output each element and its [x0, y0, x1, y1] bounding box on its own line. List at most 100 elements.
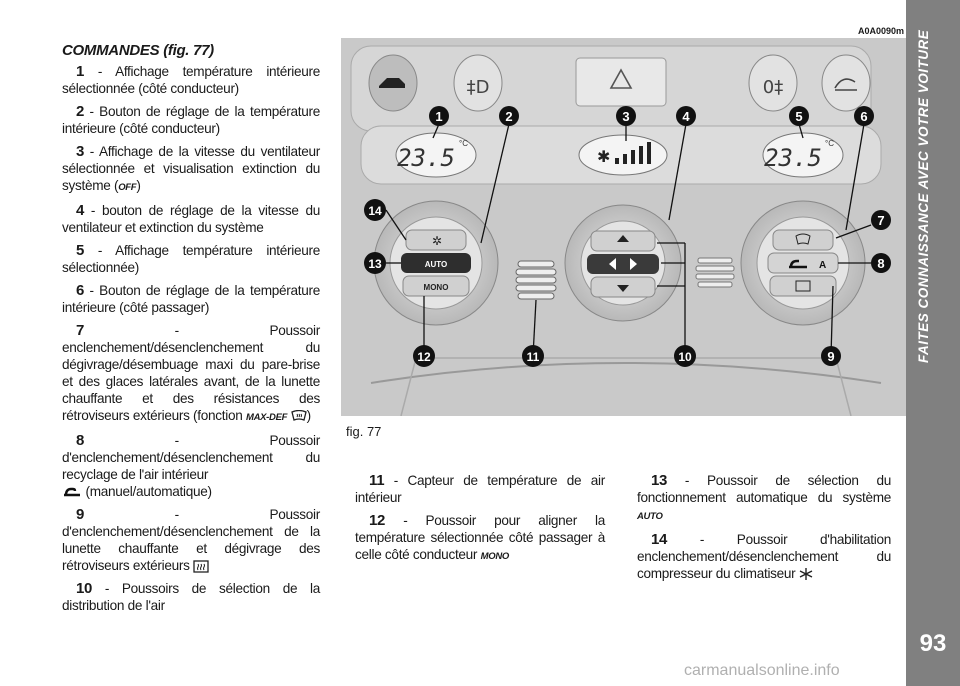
item-text-end: )	[306, 408, 312, 423]
item-text: - Capteur de température de air intérieu…	[355, 473, 605, 505]
column-right: 13 - Poussoir de sélection du fonctionne…	[637, 472, 891, 588]
rear-defrost-icon	[193, 560, 209, 573]
item-number: 3	[76, 143, 85, 160]
item-text: - Poussoir pour aligner la température s…	[355, 513, 605, 562]
mono-label: MONO	[424, 283, 449, 292]
callout-13: 13	[368, 257, 382, 271]
item-text-end: )	[136, 178, 141, 193]
item-number: 11	[369, 472, 385, 489]
callout-11: 11	[527, 350, 540, 364]
lock-car-icon	[379, 78, 405, 88]
page-number: 93	[919, 630, 947, 657]
off-label: OFF	[118, 182, 137, 193]
item-number: 5	[76, 242, 85, 259]
list-item: 11 - Capteur de température de air intér…	[355, 472, 605, 506]
callout-4: 4	[682, 109, 690, 124]
list-item: 1 - Affichage température intérieure sél…	[62, 63, 320, 97]
item-text: - Bouton de réglage de la température in…	[62, 104, 320, 136]
right-temp-display: 23.5	[764, 144, 822, 172]
callout-1: 1	[435, 109, 442, 124]
item-text: - Affichage de la vitesse du ventilateur…	[62, 144, 320, 193]
right-grille	[695, 257, 735, 288]
list-item: 10 - Poussoirs de sélection de la distri…	[62, 580, 320, 614]
svg-text:✲: ✲	[432, 234, 442, 248]
item-text: - Poussoir enclenchement/désenclenchemen…	[62, 323, 320, 423]
left-temp-unit: °C	[459, 139, 468, 148]
callout-2: 2	[505, 109, 512, 124]
watermark: carmanualsonline.info	[684, 662, 840, 679]
climate-panel-illustration: ‡D 0‡ 23.5 °C ✱ 23.5 °C ✲ AUTO MONO	[341, 38, 906, 417]
heading-text: COMMANDES	[62, 42, 160, 59]
max-def-label: MAX-DEF	[245, 412, 288, 423]
rear-window-icon	[834, 78, 857, 91]
callout-9: 9	[827, 349, 834, 364]
list-item: 8 - Poussoir d'enclenchement/désenclench…	[62, 432, 320, 500]
top-buttons: ‡D 0‡	[368, 54, 871, 112]
item-number: 4	[76, 202, 85, 219]
callout-14: 14	[368, 204, 382, 218]
fan-speed-bars	[615, 142, 651, 164]
list-item: 13 - Poussoir de sélection du fonctionne…	[637, 472, 891, 525]
column-left: COMMANDES (fig. 77) 1 - Affichage tempér…	[62, 42, 320, 620]
list-item: 2 - Bouton de réglage de la température …	[62, 103, 320, 137]
fan-icon: ✱	[597, 149, 610, 166]
compressor-snowflake-icon	[799, 568, 813, 581]
left-temp-display: 23.5	[397, 144, 455, 172]
callout-markers: 1 2 3 4 5 6 7 8 9 10 11 12 13 14	[364, 106, 891, 367]
item-number: 6	[76, 282, 85, 299]
item-number: 9	[76, 506, 85, 523]
auto-label: AUTO	[425, 260, 448, 269]
item-text: - Poussoir de sélection du fonctionnemen…	[637, 473, 891, 505]
callout-6: 6	[860, 109, 867, 124]
right-temp-unit: °C	[825, 139, 834, 148]
heading-figure-ref: (fig. 77)	[163, 42, 214, 59]
callout-10: 10	[678, 350, 692, 364]
section-heading: COMMANDES (fig. 77)	[62, 42, 320, 59]
list-item: 5 - Affichage température intérieure sél…	[62, 242, 320, 276]
item-text: - Affichage température intérieure sélec…	[62, 243, 320, 275]
item-text: - bouton de réglage de la vitesse du ven…	[62, 203, 320, 235]
callout-5: 5	[795, 109, 802, 124]
right-knob: A	[740, 200, 866, 326]
item-text-end: (manuel/automatique)	[82, 484, 212, 499]
list-item: 4 - bouton de réglage de la vitesse du v…	[62, 202, 320, 236]
hazard-icon	[609, 68, 633, 89]
left-knob: ✲ AUTO MONO	[373, 200, 499, 326]
list-item: 6 - Bouton de réglage de la température …	[62, 282, 320, 316]
sensor-grille	[515, 260, 557, 300]
item-number: 12	[369, 512, 386, 529]
list-item: 9 - Poussoir d'enclenchement/désenclench…	[62, 506, 320, 574]
list-item: 3 - Affichage de la vitesse du ventilate…	[62, 143, 320, 196]
callout-3: 3	[622, 109, 629, 124]
item-number: 10	[76, 580, 93, 597]
item-number: 1	[76, 63, 85, 80]
fog-light-icon: ‡D	[467, 77, 490, 98]
rear-fog-icon: 0‡	[763, 77, 783, 98]
list-item: 7 - Poussoir enclenchement/désenclenchem…	[62, 322, 320, 426]
item-number: 7	[76, 322, 85, 339]
climate-control-figure: ‡D 0‡ 23.5 °C ✱ 23.5 °C ✲ AUTO MONO	[341, 38, 906, 417]
item-text: - Affichage température intérieure sélec…	[62, 64, 320, 96]
item-text: - Poussoir d'enclenchement/désenclenchem…	[62, 433, 320, 482]
chapter-sidebar	[906, 0, 960, 686]
item-text: - Bouton de réglage de la température in…	[62, 283, 320, 315]
item-number: 14	[651, 531, 668, 548]
a-label: A	[819, 260, 826, 271]
item-text: - Poussoir d'habilitation enclenchement/…	[637, 532, 891, 581]
item-number: 2	[76, 103, 85, 120]
item-text: - Poussoirs de sélection de la distribut…	[62, 581, 320, 613]
callout-12: 12	[417, 350, 431, 364]
mono-inline-label: MONO	[480, 551, 510, 562]
chapter-title: FAITES CONNAISSANCE AVEC VOTRE VOITURE	[916, 30, 931, 364]
callout-7: 7	[877, 213, 884, 228]
air-recirculation-icon	[64, 488, 80, 497]
figure-caption: fig. 77	[346, 424, 382, 439]
list-item: 12 - Poussoir pour aligner la températur…	[355, 512, 605, 565]
auto-inline-label: AUTO	[637, 511, 663, 522]
column-middle: 11 - Capteur de température de air intér…	[355, 472, 605, 571]
windshield-defrost-icon	[290, 410, 307, 422]
center-knob	[564, 204, 682, 322]
item-number: 8	[76, 432, 85, 449]
callout-8: 8	[877, 256, 884, 271]
list-item: 14 - Poussoir d'habilitation enclencheme…	[637, 531, 891, 582]
